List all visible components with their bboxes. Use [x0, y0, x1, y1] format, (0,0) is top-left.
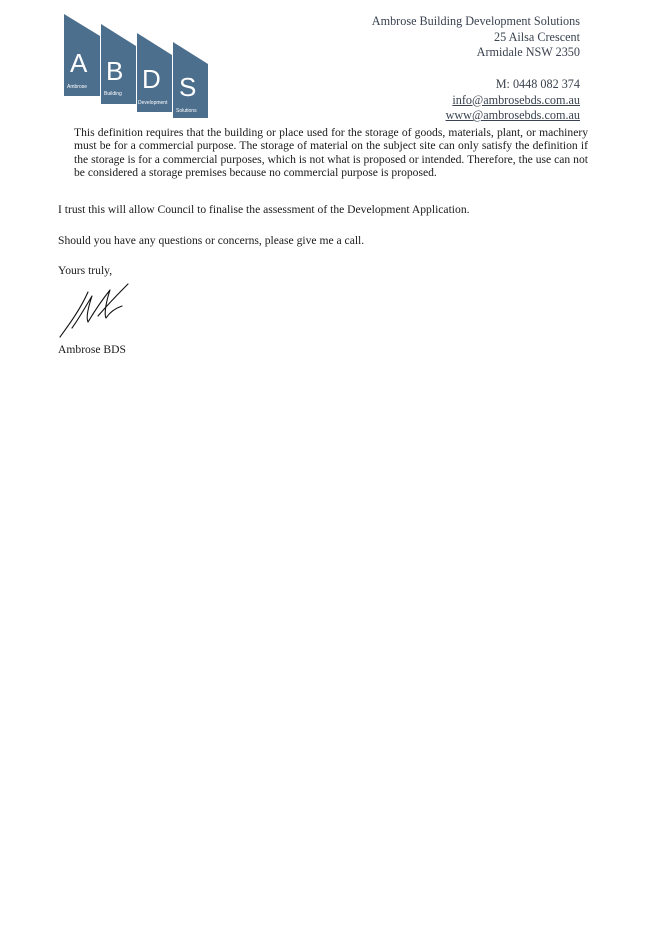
signatory-name: Ambrose BDS	[58, 343, 126, 356]
logo-letter-a: A	[70, 48, 88, 78]
logo-word-ambrose: Ambrose	[67, 84, 87, 90]
logo-block-s: S Solutions	[173, 42, 208, 118]
company-address: Ambrose Building Development Solutions 2…	[372, 14, 580, 61]
city-address: Armidale NSW 2350	[476, 45, 580, 60]
logo-block-d: D Development	[137, 33, 172, 112]
logo-letter-b: B	[106, 56, 123, 86]
street-address: 25 Ailsa Crescent	[494, 29, 580, 44]
logo-block-a: A Ambrose	[64, 14, 100, 96]
company-logo: A Ambrose B Building D Development S Sol…	[64, 14, 208, 118]
contact-details: M: 0448 082 374 info@ambrosebds.com.au w…	[446, 77, 580, 124]
handwritten-signature	[59, 283, 129, 338]
logo-word-development: Development	[138, 100, 168, 106]
logo-letter-s: S	[179, 72, 196, 102]
logo-letter-d: D	[142, 64, 161, 94]
mobile-number: M: 0448 082 374	[495, 77, 580, 91]
logo-block-b: B Building	[101, 24, 136, 104]
questions-paragraph: Should you have any questions or concern…	[58, 234, 365, 247]
logo-word-solutions: Solutions	[176, 108, 197, 114]
logo-word-building: Building	[104, 91, 122, 97]
definition-paragraph: This definition requires that the buildi…	[74, 126, 588, 179]
closing-salutation: Yours truly,	[58, 264, 113, 277]
website-link[interactable]: www@ambrosebds.com.au	[445, 108, 580, 123]
email-link[interactable]: info@ambrosebds.com.au	[452, 92, 580, 107]
company-name: Ambrose Building Development Solutions	[371, 14, 580, 28]
finalise-paragraph: I trust this will allow Council to final…	[58, 203, 470, 216]
